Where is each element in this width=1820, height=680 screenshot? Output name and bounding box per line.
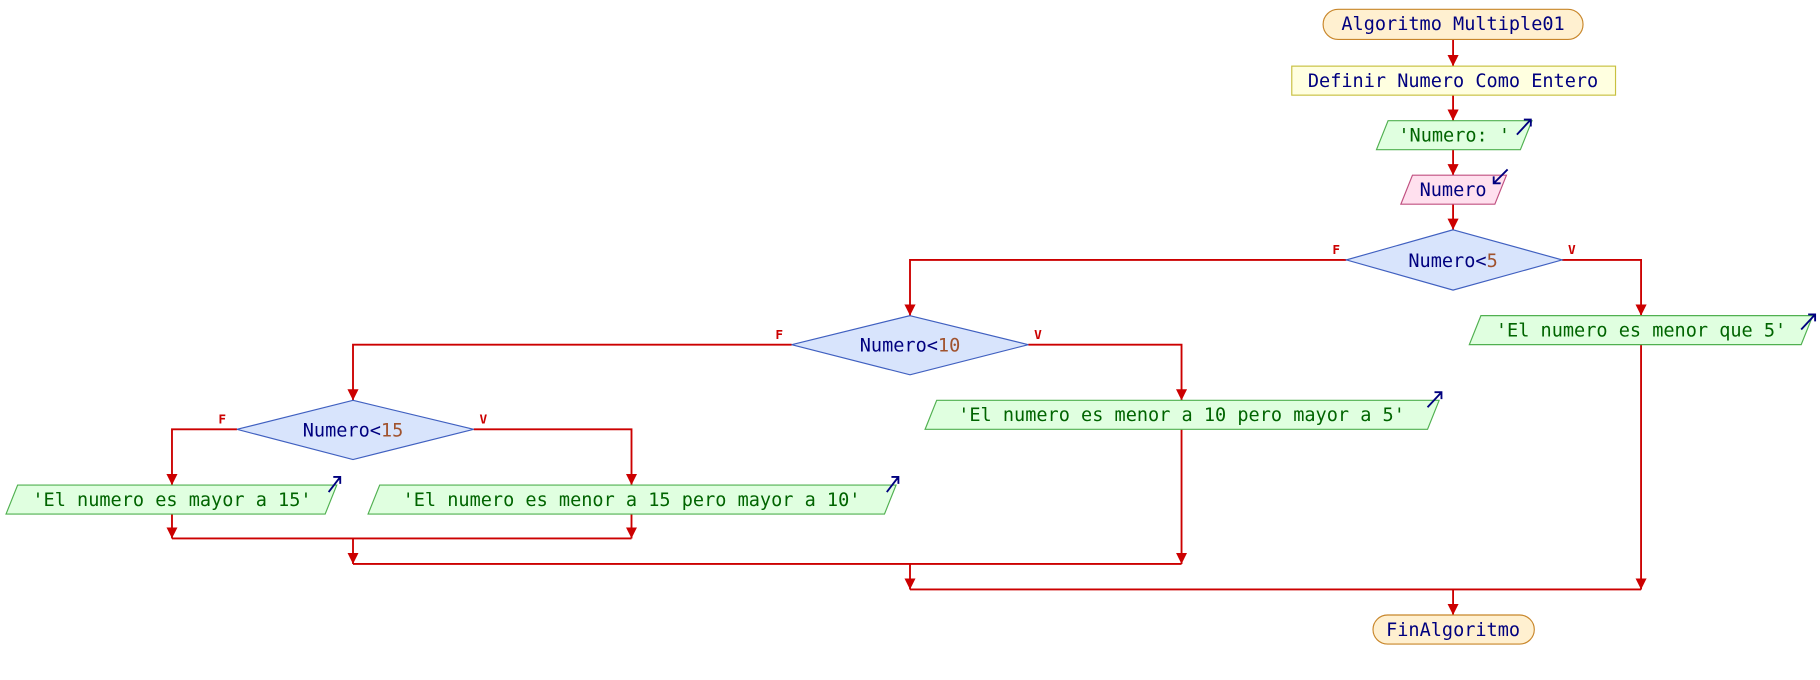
output-arrow-icon (1426, 391, 1443, 408)
start-node[interactable]: Algoritmo Multiple01 (1322, 8, 1584, 41)
output-lt10-label: 'El numero es menor a 10 pero mayor a 5' (958, 405, 1405, 426)
true-label: V (479, 413, 487, 428)
end-node[interactable]: FinAlgoritmo (1372, 614, 1535, 645)
false-label: F (1332, 243, 1340, 258)
output-arrow-icon (1516, 118, 1532, 136)
output-lt15-node[interactable]: 'El numero es menor a 15 pero mayor a 10… (367, 475, 900, 515)
end-label: FinAlgoritmo (1386, 620, 1520, 641)
decision-lt10[interactable]: Numero<10 F V (775, 315, 1042, 376)
output-lt5-label: 'El numero es menor que 5' (1496, 321, 1786, 342)
output-arrow-icon (886, 475, 900, 493)
output-lt5-node[interactable]: 'El numero es menor que 5' (1468, 313, 1817, 346)
output-gt15-label: 'El numero es mayor a 15' (32, 490, 311, 511)
start-label: Algoritmo Multiple01 (1341, 14, 1564, 35)
decision-lt15[interactable]: Numero<15 F V (218, 399, 487, 461)
input-node[interactable]: Numero (1399, 168, 1509, 205)
false-label: F (775, 328, 783, 343)
output-lt10-node[interactable]: 'El numero es menor a 10 pero mayor a 5' (924, 391, 1443, 430)
define-node[interactable]: Definir Numero Como Entero (1291, 65, 1617, 96)
true-label: V (1568, 243, 1576, 258)
true-label: V (1034, 328, 1042, 343)
output-prompt-node[interactable]: 'Numero: ' (1375, 118, 1533, 151)
define-label: Definir Numero Como Entero (1308, 71, 1598, 92)
output-arrow-icon (1800, 313, 1817, 331)
svg-text:Numero<10: Numero<10 (860, 336, 961, 357)
output-prompt-label: 'Numero: ' (1398, 126, 1510, 147)
svg-text:Numero<15: Numero<15 (303, 420, 404, 441)
edges (166, 38, 1647, 616)
svg-text:Numero<5: Numero<5 (1408, 251, 1497, 272)
output-arrow-icon (327, 475, 342, 493)
output-lt15-label: 'El numero es menor a 15 pero mayor a 10… (403, 490, 861, 511)
input-arrow-icon (1492, 168, 1509, 185)
false-label: F (218, 413, 226, 428)
output-gt15-node[interactable]: 'El numero es mayor a 15' (5, 475, 342, 515)
input-label: Numero (1420, 180, 1487, 201)
decision-lt5[interactable]: Numero<5 F V (1332, 229, 1576, 291)
